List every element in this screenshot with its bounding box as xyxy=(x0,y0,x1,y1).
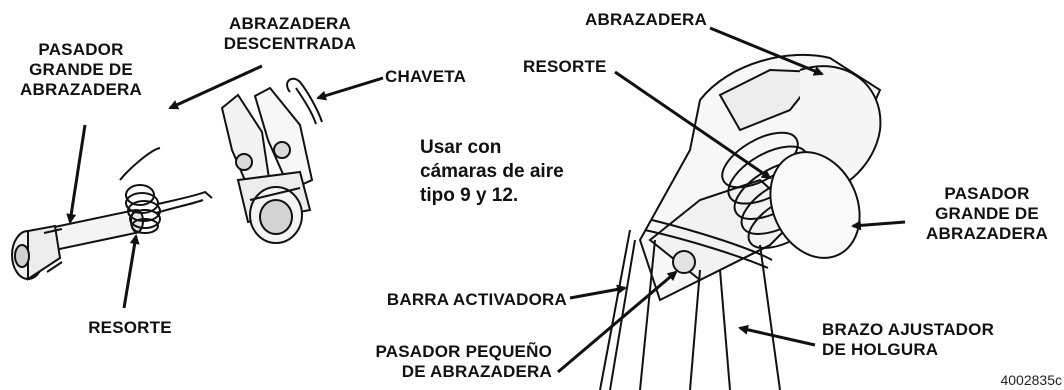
arrow-brazo-ajustador xyxy=(738,324,816,347)
label-line: GRANDE DE xyxy=(935,204,1039,223)
note-line: Usar con xyxy=(420,137,502,158)
leader-arrows xyxy=(66,26,906,374)
label-line: PASADOR PEQUEÑO xyxy=(375,342,552,361)
arrow-pasador-grande-der xyxy=(851,220,906,231)
label-pasador-pequeno: PASADOR PEQUEÑO DE ABRAZADERA xyxy=(330,342,552,382)
label-barra-activadora: BARRA ACTIVADORA xyxy=(386,290,567,309)
figure-code: 4002835c xyxy=(1000,372,1062,388)
arrow-barra-activadora xyxy=(569,284,627,300)
arrow-pasador-grande-izq xyxy=(66,124,87,224)
label-line: DE ABRAZADERA xyxy=(401,362,552,381)
cotter-pin xyxy=(286,77,323,125)
large-clevis-pin-left xyxy=(11,208,144,281)
label-line: PASADOR xyxy=(38,40,124,59)
label-pasador-grande-der: PASADOR GRANDE DE ABRAZADERA xyxy=(912,184,1062,244)
label-abrazadera-descentrada: ABRAZADERA DESCENTRADA xyxy=(205,14,375,54)
label-line: BRAZO AJUSTADOR xyxy=(822,320,995,339)
spring-left xyxy=(119,147,213,234)
label-pasador-grande-izq: PASADOR GRANDE DE ABRAZADERA xyxy=(6,40,156,100)
label-line: PASADOR xyxy=(944,184,1030,203)
arrow-abrazadera-descentrada xyxy=(168,64,263,110)
arrow-pasador-pequeno xyxy=(557,270,678,374)
label-resorte-izq: RESORTE xyxy=(88,318,172,337)
label-abrazadera-top: ABRAZADERA xyxy=(585,10,707,29)
offset-clevis xyxy=(220,86,314,244)
label-chaveta: CHAVETA xyxy=(385,67,467,86)
arrow-abrazadera-top xyxy=(709,26,824,76)
note-line: tipo 9 y 12. xyxy=(420,185,519,206)
label-line: ABRAZADERA xyxy=(926,224,1048,243)
label-line: DESCENTRADA xyxy=(223,34,357,53)
label-brazo-ajustador: BRAZO AJUSTADOR DE HOLGURA xyxy=(822,320,994,360)
slack-adjuster-assembly xyxy=(599,53,882,390)
label-line: DE HOLGURA xyxy=(822,340,939,359)
note-line: cámaras de aire xyxy=(420,161,564,182)
label-line: GRANDE DE xyxy=(29,60,133,79)
arrow-resorte-der xyxy=(614,70,772,180)
label-resorte-der: RESORTE xyxy=(523,57,607,76)
arrow-chaveta xyxy=(316,76,384,101)
label-line: ABRAZADERA xyxy=(20,80,142,99)
usage-note: Usar con cámaras de aire tipo 9 y 12. xyxy=(420,136,564,208)
label-line: ABRAZADERA xyxy=(229,14,351,33)
arrow-resorte-izq xyxy=(122,234,140,309)
